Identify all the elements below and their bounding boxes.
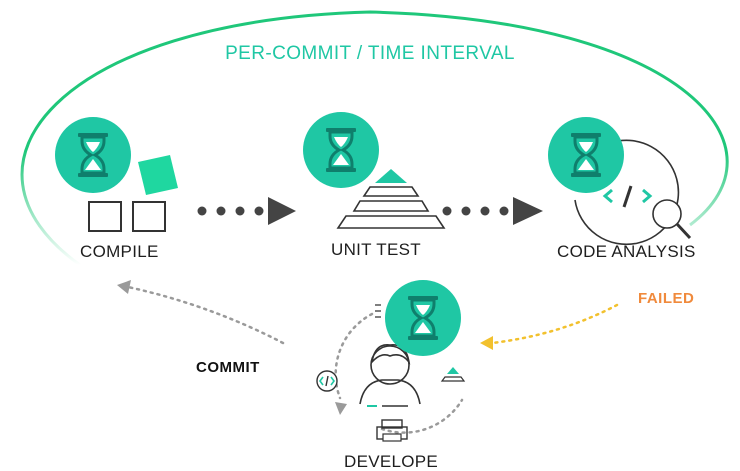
printer-icon bbox=[376, 419, 408, 442]
code-analysis-label: CODE ANALYSIS bbox=[557, 242, 696, 261]
magnifier-code-icon bbox=[574, 139, 692, 246]
develope-hourglass-icon bbox=[383, 278, 463, 358]
compile-label: COMPILE bbox=[80, 242, 159, 261]
commit-label: COMMIT bbox=[196, 359, 260, 376]
arrow-compile-to-unittest bbox=[197, 197, 296, 225]
arrow-commit bbox=[117, 280, 285, 345]
pyramid-icon bbox=[336, 169, 446, 229]
unit-test-label: UNIT TEST bbox=[331, 240, 421, 259]
code-bubble-icon bbox=[316, 370, 338, 392]
unittest-hourglass-icon bbox=[301, 110, 381, 190]
per-commit-loop bbox=[20, 10, 729, 267]
arrow-failed bbox=[480, 303, 619, 350]
blocks-icon bbox=[88, 155, 178, 232]
analysis-hourglass-icon bbox=[546, 115, 626, 195]
develope-label: DEVELOPE bbox=[344, 452, 439, 471]
arrow-unittest-to-analysis bbox=[442, 197, 543, 225]
compile-hourglass-icon bbox=[53, 115, 133, 195]
develope-cycle bbox=[334, 304, 464, 434]
small-pyramid-icon bbox=[440, 367, 466, 382]
cycle-title: PER-COMMIT / TIME INTERVAL bbox=[225, 43, 515, 64]
developer-person-icon bbox=[359, 344, 421, 407]
failed-label: FAILED bbox=[638, 290, 695, 307]
